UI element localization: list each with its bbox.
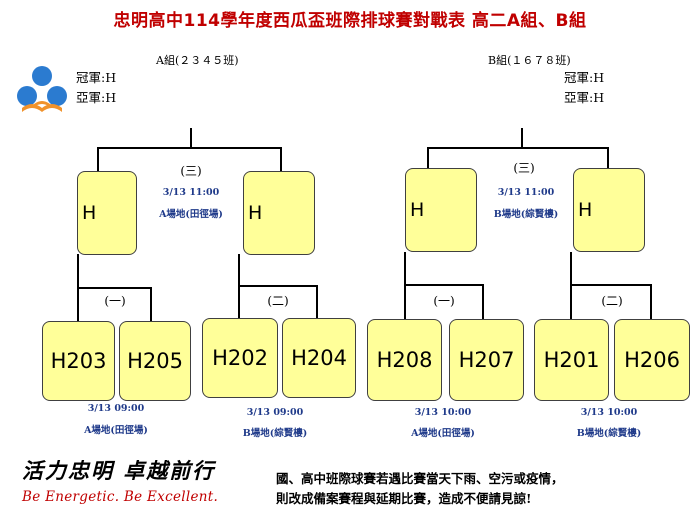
group-b-semi-1-label: (一) <box>433 294 455 308</box>
group-a-final-time: 3/13 11:00 <box>162 187 220 198</box>
slogan-chinese: 活力忠明 卓越前行 <box>22 458 216 483</box>
group-b-final-label: (三) <box>513 161 535 175</box>
group-b-final-left-slot: H <box>405 168 477 252</box>
group-b-runner-up: 亞軍:H <box>564 90 605 105</box>
group-b-semi-2-venue: B場地(綜賢樓) <box>576 428 642 439</box>
group-b-final-time: 3/13 11:00 <box>497 187 555 198</box>
group-b-semi-2-time: 3/13 10:00 <box>580 407 638 418</box>
group-a-semi-1-team-2: H205 <box>119 321 191 401</box>
group-b-semi-2-label: (二) <box>601 294 623 308</box>
group-a-semi-1-label: (一) <box>104 294 126 308</box>
group-a-semi-2-team-2: H204 <box>282 318 356 398</box>
group-a-final-venue: A場地(田徑場) <box>159 209 223 220</box>
group-a-semi-2-team-1: H202 <box>202 318 278 398</box>
group-a-final-right-slot: H <box>243 171 315 255</box>
group-b-header: B組(１６７８班) <box>488 54 571 67</box>
group-a-final-label: (三) <box>180 164 202 178</box>
notice-line-1: 國、高中班際球賽若遇比賽當天下雨、空污或疫情， <box>276 471 564 486</box>
group-b-final-venue: B場地(綜賢樓) <box>493 209 559 220</box>
group-a-semi-1-time: 3/13 09:00 <box>87 403 145 414</box>
group-a-semi-1-venue: A場地(田徑場) <box>84 425 148 436</box>
group-a-semi-2-label: (二) <box>267 294 289 308</box>
group-a-final-left-slot: H <box>77 171 137 255</box>
group-b-semi-2-team-2: H206 <box>614 319 690 401</box>
group-b-semi-1-team-2: H207 <box>449 319 524 401</box>
group-b-semi-1-time: 3/13 10:00 <box>414 407 472 418</box>
group-a-semi-1-team-1: H203 <box>42 321 115 401</box>
school-logo-icon <box>14 64 70 116</box>
page-title: 忠明高中114學年度西瓜盃班際排球賽對戰表 高二A組、B組 <box>113 11 587 31</box>
group-b-final-right-slot: H <box>573 168 645 252</box>
group-a-semi-2-time: 3/13 09:00 <box>246 407 304 418</box>
group-a-header: A組(２３４５班) <box>156 54 239 67</box>
slogan-english: Be Energetic. Be Excellent. <box>22 489 219 505</box>
group-a-champion: 冠軍:H <box>76 70 117 85</box>
group-b-semi-2-team-1: H201 <box>534 319 609 401</box>
group-a-semi-2-venue: B場地(綜賢樓) <box>242 428 308 439</box>
notice-line-2: 則改成備案賽程與延期比賽，造成不便請見諒! <box>276 491 532 506</box>
group-a-runner-up: 亞軍:H <box>76 90 117 105</box>
group-b-champion: 冠軍:H <box>564 70 605 85</box>
group-b-semi-1-venue: A場地(田徑場) <box>411 428 475 439</box>
group-b-semi-1-team-1: H208 <box>367 319 442 401</box>
